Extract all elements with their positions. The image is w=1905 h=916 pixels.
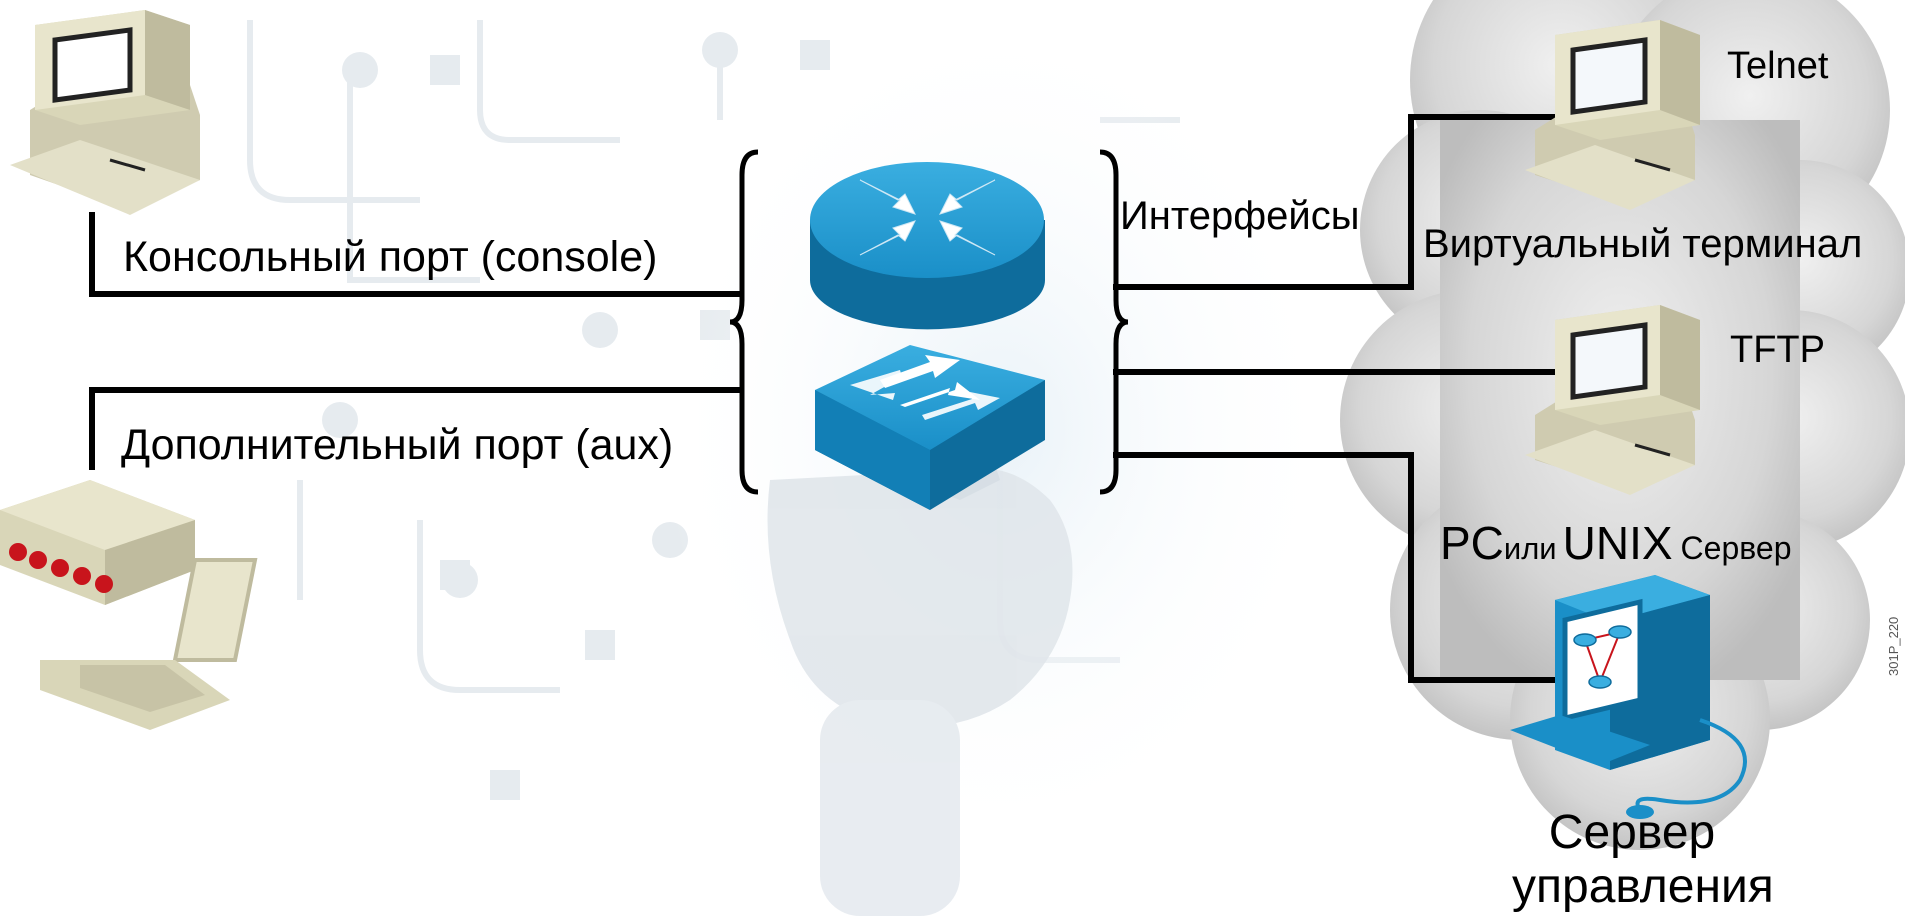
aux-cable [89,387,742,470]
figure-code-label: 301P_220 [1886,616,1901,676]
telnet-pc-icon [1525,20,1700,210]
console-port-label: Консольный порт (console) [123,233,658,281]
connection-lines [89,114,1596,683]
or-label: или [1503,531,1557,566]
console-pc-icon [10,10,200,215]
tftp-label: TFTP [1730,329,1825,371]
right-brace [1099,149,1129,495]
telnet-link [1113,114,1563,290]
aux-laptop-icon [40,558,258,730]
server-link [1113,452,1570,683]
telnet-label: Telnet [1727,45,1829,87]
router-icon [810,162,1045,330]
left-brace [729,149,759,495]
aux-port-label: Дополнительный порт (aux) [121,421,674,469]
unix-label: UNIX [1562,517,1673,569]
management-server-icon [1510,575,1747,819]
management-server-label: Сервер управления [1512,806,1774,914]
virtual-terminal-label: Виртуальный терминал [1423,222,1863,266]
management-server-label-line2: управления [1512,859,1774,913]
aux-modem-icon [0,480,195,605]
server-label: Сервер [1680,530,1792,566]
interfaces-label: Интерфейсы [1120,194,1360,238]
console-cable [89,212,742,297]
switch-icon [815,345,1045,510]
tftp-pc-icon [1525,305,1700,495]
management-server-label-line1: Сервер [1548,806,1716,859]
pc-label: PC [1440,517,1504,569]
